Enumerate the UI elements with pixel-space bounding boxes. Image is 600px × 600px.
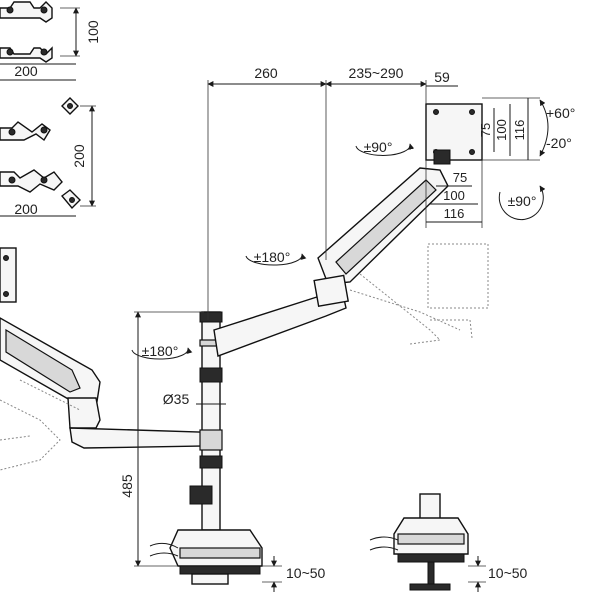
dim-59-label: 59	[434, 69, 450, 85]
plate-v-116-label: 116	[512, 120, 527, 141]
vesa-top-width-label: 200	[14, 63, 38, 79]
dim-260-label: 260	[254, 65, 278, 81]
vesa-mid-width-label: 200	[14, 201, 38, 217]
vesa-plate-200x200: 200 200	[0, 97, 96, 217]
clamp-right-label: 10~50	[488, 565, 528, 581]
main-pole	[149, 311, 263, 585]
swivel-90-label: ±90°	[364, 139, 393, 155]
tilt-up-label: +60°	[546, 105, 575, 121]
left-monitor-arm	[0, 247, 208, 471]
dim-235-290-label: 235~290	[349, 65, 404, 81]
vesa-plate-200x100: 100 200	[0, 1, 101, 81]
dimension-lines: 260 235~290 59 75 100 116 +60° -20° 75 1…	[119, 65, 575, 592]
plate-h-100-label: 100	[443, 188, 465, 203]
plate-h-75-label: 75	[453, 170, 467, 185]
tilt-down-label: -20°	[546, 135, 572, 151]
swing-180-lower-label: ±180°	[142, 343, 179, 359]
vesa-top-height-label: 100	[85, 20, 101, 44]
clamp-left-label: 10~50	[286, 565, 326, 581]
plate-v-100-label: 100	[494, 119, 509, 141]
plate-v-75-label: 75	[478, 123, 493, 137]
rotate-90-label: ±90°	[508, 193, 537, 209]
vesa-mid-height-label: 200	[71, 144, 87, 168]
right-desk-clamp	[369, 493, 469, 591]
pole-diameter-label: Ø35	[163, 391, 190, 407]
right-monitor-arm	[213, 103, 489, 357]
plate-h-116-label: 116	[444, 206, 465, 221]
swing-180-upper-label: ±180°	[254, 249, 291, 265]
pole-height-label: 485	[119, 474, 135, 498]
